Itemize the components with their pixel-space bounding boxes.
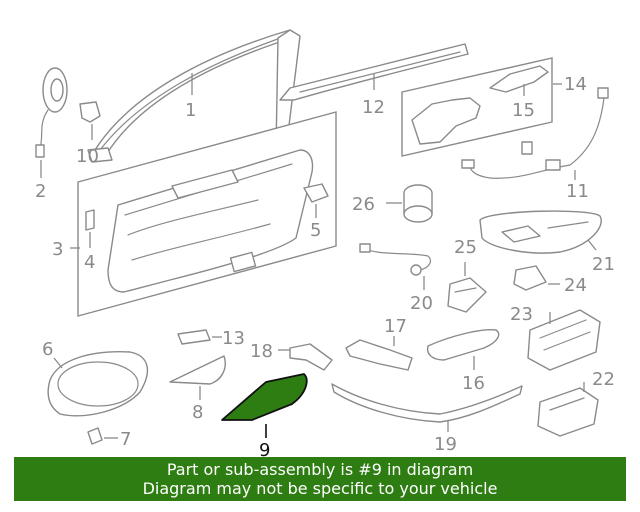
part-17-trim-piece[interactable] <box>345 339 413 371</box>
part-10-clip[interactable] <box>79 101 101 123</box>
part-3-door-trim-panel[interactable] <box>77 111 337 317</box>
callout-3[interactable]: 3 <box>52 239 63 260</box>
callout-13[interactable]: 13 <box>222 328 245 349</box>
callout-10[interactable]: 10 <box>76 146 99 167</box>
part-8-corner-cover[interactable] <box>169 355 226 385</box>
part-21-switch-bezel[interactable] <box>479 210 602 254</box>
info-banner: Part or sub-assembly is #9 in diagram Di… <box>14 457 626 501</box>
callout-20[interactable]: 20 <box>410 293 433 314</box>
part-12-belt-molding[interactable] <box>279 43 469 101</box>
part-22-switch-assembly[interactable] <box>537 387 599 437</box>
callout-17[interactable]: 17 <box>384 316 407 337</box>
callout-21[interactable]: 21 <box>592 254 615 275</box>
callout-16[interactable]: 16 <box>462 373 485 394</box>
part-14-handle-assembly-panel[interactable] <box>401 57 553 157</box>
callout-19[interactable]: 19 <box>434 434 457 455</box>
callout-12[interactable]: 12 <box>362 97 385 118</box>
callout-25[interactable]: 25 <box>454 237 477 258</box>
part-6-speaker-grille[interactable] <box>47 351 149 417</box>
part-26-knob[interactable] <box>403 184 433 223</box>
callout-14[interactable]: 14 <box>564 74 587 95</box>
part-19-molding-strip[interactable] <box>331 383 523 423</box>
part-25-switch[interactable] <box>447 277 487 313</box>
callout-2[interactable]: 2 <box>35 181 46 202</box>
callout-9[interactable]: 9 <box>259 440 270 461</box>
leader-21 <box>587 239 597 251</box>
callout-24[interactable]: 24 <box>564 275 587 296</box>
part-5-bracket[interactable] <box>303 183 329 203</box>
part-2-speaker[interactable] <box>35 67 68 158</box>
callout-22[interactable]: 22 <box>592 369 615 390</box>
callout-8[interactable]: 8 <box>192 402 203 423</box>
callout-4[interactable]: 4 <box>84 252 95 273</box>
part-16-armrest-pad[interactable] <box>426 328 500 361</box>
callout-5[interactable]: 5 <box>310 220 321 241</box>
callout-7[interactable]: 7 <box>120 429 131 450</box>
callout-1[interactable]: 1 <box>185 100 196 121</box>
callout-11[interactable]: 11 <box>566 181 589 202</box>
part-9-highlighted-trim[interactable] <box>221 373 308 421</box>
callout-18[interactable]: 18 <box>250 341 273 362</box>
part-4-clip[interactable] <box>85 209 95 231</box>
part-24-switch[interactable] <box>513 265 547 291</box>
banner-line-2: Diagram may not be specific to your vehi… <box>142 479 498 498</box>
banner-line-1: Part or sub-assembly is #9 in diagram <box>166 460 474 479</box>
part-13-clip[interactable] <box>177 329 211 345</box>
part-11-wiring-harness[interactable] <box>461 87 609 179</box>
part-20-cable[interactable] <box>359 243 432 276</box>
callout-6[interactable]: 6 <box>42 339 53 360</box>
callout-26[interactable]: 26 <box>352 194 375 215</box>
leader-6 <box>53 357 63 369</box>
part-18-bracket[interactable] <box>289 343 333 371</box>
part-23-window-switch-assembly[interactable] <box>527 309 601 371</box>
callout-23[interactable]: 23 <box>510 304 533 325</box>
callout-15[interactable]: 15 <box>512 100 535 121</box>
part-7-clip[interactable] <box>87 427 103 445</box>
